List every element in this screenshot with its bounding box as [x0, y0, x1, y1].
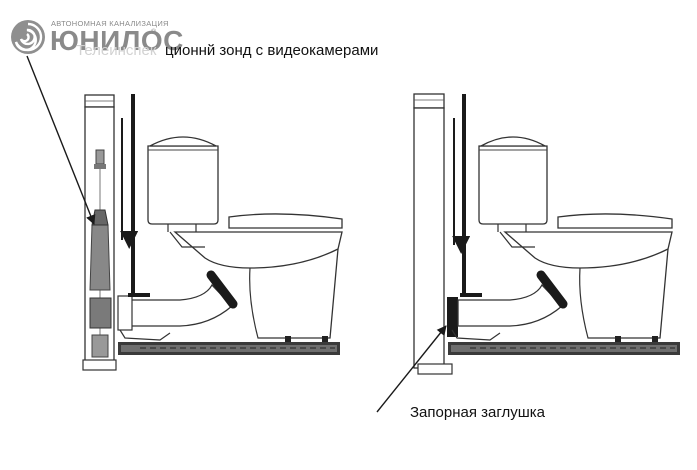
toilet-cistern — [478, 136, 548, 232]
plug-pointer-arrow — [376, 325, 447, 413]
toilet-bowl — [499, 213, 673, 339]
logo-brand-name: ЮНИЛОС — [50, 25, 184, 56]
company-logo: АВТОНОМНАЯ КАНАЛИЗАЦИЯ ЮНИЛОС ® — [11, 19, 184, 56]
outlet-pipe — [117, 270, 238, 341]
shutoff-plug — [447, 297, 458, 337]
riser-pipe — [413, 93, 453, 375]
outlet-pipe — [451, 270, 568, 341]
plug-label: Запорная заглушка — [410, 404, 546, 421]
right-illustration — [413, 93, 680, 375]
logo-tagline: АВТОНОМНАЯ КАНАЛИЗАЦИЯ — [51, 19, 169, 28]
floor-bolts — [285, 336, 328, 342]
probe-pointer-arrow — [26, 55, 96, 225]
floor-slab — [118, 342, 340, 355]
floor-bolts — [615, 336, 658, 342]
left-illustration — [82, 94, 343, 371]
probe-label: ционнй зонд с видеокамерами — [165, 42, 378, 59]
logo-registered-mark: ® — [151, 28, 157, 36]
toilet-bowl — [169, 213, 343, 339]
logo-swirl-icon — [11, 20, 45, 54]
probe-label-ghost: Телеинспек — [76, 42, 157, 59]
inspection-probe — [89, 149, 112, 358]
toilet-cistern — [147, 136, 219, 232]
floor-slab — [448, 342, 680, 355]
